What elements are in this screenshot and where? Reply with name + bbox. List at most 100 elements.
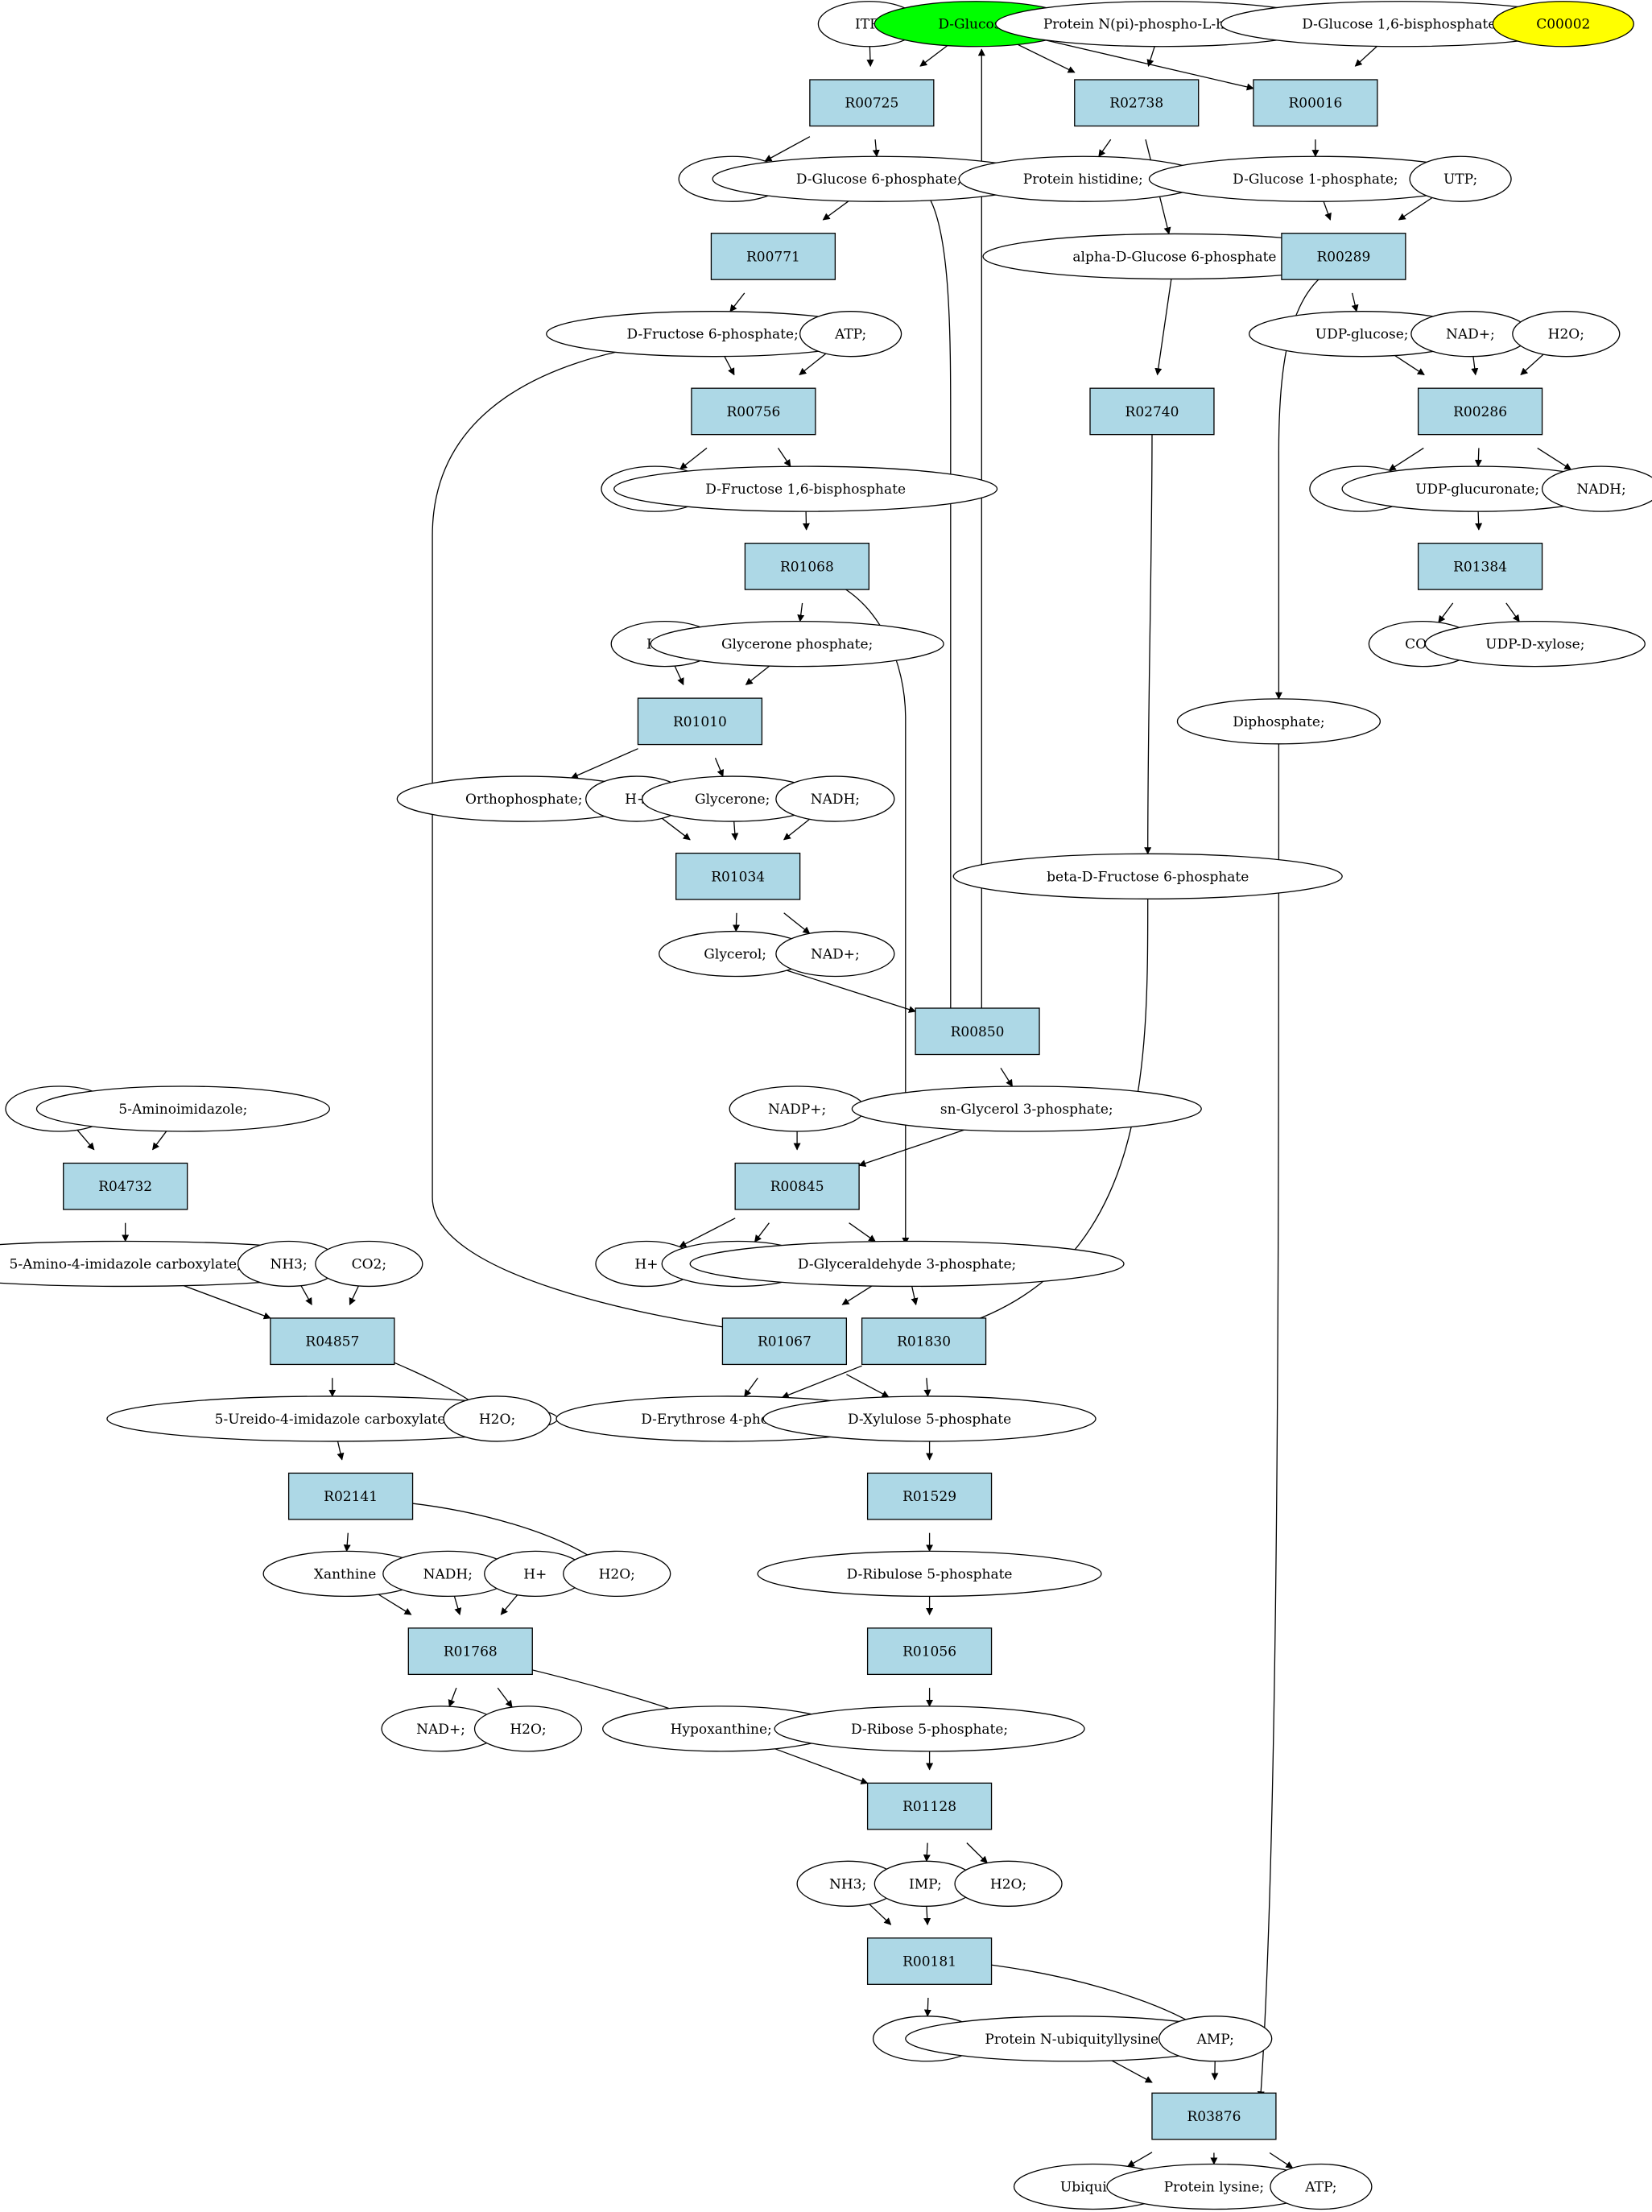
- reaction-node-R00725[interactable]: R00725: [809, 79, 935, 127]
- node-label: UTP;: [1443, 172, 1477, 188]
- reaction-node-R00286[interactable]: R00286: [1417, 387, 1543, 436]
- compound-node-nh3_b[interactable]: NH3;: [796, 1860, 899, 1907]
- compound-node-protlys[interactable]: Protein lysine;: [1106, 2163, 1322, 2210]
- compound-ellipse: [1541, 465, 1652, 512]
- node-label: Protein N(pi)-phospho-L-histidine;: [1043, 17, 1281, 33]
- compound-node-amp[interactable]: AMP;: [1158, 2016, 1273, 2062]
- compound-ellipse: [774, 1706, 1085, 1752]
- compound-node-atp1[interactable]: ATP;: [799, 311, 902, 358]
- edge-g3p-to-R00845: [858, 1129, 965, 1167]
- edge-R02738-to-prothis: [1098, 139, 1112, 158]
- reaction-node-R00771[interactable]: R00771: [710, 233, 836, 280]
- compound-node-gap[interactable]: D-Glyceraldehyde 3-phosphate;: [689, 1240, 1125, 1288]
- reaction-node-R01768[interactable]: R01768: [407, 1627, 533, 1676]
- edge-hplus_c-to-R01768: [500, 1594, 518, 1615]
- compound-ellipse: [1512, 311, 1621, 358]
- node-label: R01034: [711, 869, 765, 885]
- reaction-node-R00181[interactable]: R00181: [866, 1937, 993, 1985]
- compound-node-h2o_top[interactable]: H2O;: [1512, 311, 1621, 358]
- compound-node-glc16bp[interactable]: D-Glucose 1,6-bisphosphate;: [1220, 1, 1583, 48]
- reaction-node-R04857[interactable]: R04857: [270, 1317, 395, 1366]
- reaction-node-R01529[interactable]: R01529: [866, 1472, 993, 1520]
- compound-node-aminoimid[interactable]: 5-Aminoimidazole;: [35, 1085, 331, 1132]
- node-label: D-Glucose 1,6-bisphosphate;: [1302, 17, 1501, 33]
- compound-node-nadpplus[interactable]: NADP+;: [729, 1085, 865, 1132]
- edge-itp-to-R00725: [866, 46, 874, 68]
- reaction-node-R01384[interactable]: R01384: [1417, 542, 1543, 590]
- compound-node-c00002[interactable]: C00002: [1492, 1, 1634, 48]
- compound-node-glycerol[interactable]: Glycerol;: [659, 930, 812, 978]
- reaction-node-R00845[interactable]: R00845: [734, 1162, 860, 1210]
- reaction-box: [1253, 79, 1378, 127]
- node-label: NAD+;: [416, 1722, 465, 1738]
- edge-R00181-to-amp: [960, 1960, 1198, 2027]
- compound-ellipse: [35, 1085, 331, 1132]
- compound-node-f6p[interactable]: D-Fructose 6-phosphate;: [546, 311, 880, 358]
- reaction-node-R00289[interactable]: R00289: [1281, 233, 1406, 280]
- compound-node-fbp[interactable]: D-Fructose 1,6-bisphosphate: [613, 465, 998, 512]
- reaction-box: [637, 697, 763, 746]
- compound-node-co2_b[interactable]: CO2;: [315, 1240, 423, 1288]
- edge-R03876-to-ubiquitin: [1126, 2152, 1153, 2167]
- reaction-box: [866, 1782, 993, 1830]
- edge-R02141-to-xanthine: [343, 1532, 351, 1553]
- compound-node-udpxyl[interactable]: UDP-D-xylose;: [1424, 620, 1646, 668]
- compound-node-bf6p[interactable]: beta-D-Fructose 6-phosphate: [952, 853, 1343, 899]
- compound-node-diphos[interactable]: Diphosphate;: [1176, 698, 1381, 745]
- node-label: H+: [523, 1566, 547, 1582]
- reaction-box: [63, 1162, 188, 1210]
- compound-node-nadh_a[interactable]: NADH;: [775, 775, 895, 822]
- node-label: Protein N-ubiquityllysine: [985, 2032, 1158, 2048]
- reaction-box: [866, 1937, 993, 1985]
- node-label: R01010: [673, 714, 727, 730]
- reaction-node-R01128[interactable]: R01128: [866, 1782, 993, 1830]
- compound-node-nadp_top[interactable]: NAD+;: [1410, 311, 1530, 358]
- compound-node-orthop[interactable]: Orthophosphate;: [396, 775, 651, 822]
- edge-co2_l-to-R04732: [76, 1129, 95, 1151]
- reaction-node-R01830[interactable]: R01830: [861, 1317, 987, 1366]
- compound-node-g6p[interactable]: D-Glucose 6-phosphate;: [712, 155, 1046, 202]
- compound-node-protubq[interactable]: Protein N-ubiquityllysine: [905, 2016, 1239, 2062]
- reaction-node-R02141[interactable]: R02141: [287, 1472, 414, 1520]
- compound-node-h2o_c[interactable]: H2O;: [563, 1550, 671, 1598]
- compound-node-h2o_e[interactable]: H2O;: [954, 1860, 1063, 1907]
- reaction-node-R00016[interactable]: R00016: [1253, 79, 1378, 127]
- compound-node-ag6p[interactable]: alpha-D-Glucose 6-phosphate: [982, 233, 1367, 280]
- edge-fbp-to-R01068: [802, 511, 810, 531]
- reaction-node-R01068[interactable]: R01068: [744, 542, 870, 590]
- compound-node-utp[interactable]: UTP;: [1409, 155, 1512, 202]
- node-label: D-Glucose 1-phosphate;: [1233, 172, 1398, 188]
- compound-node-nadplus_a[interactable]: NAD+;: [775, 930, 895, 978]
- compound-node-h2o_d[interactable]: H2O;: [473, 1706, 583, 1752]
- compound-ellipse: [1492, 1, 1634, 48]
- reaction-node-R01056[interactable]: R01056: [866, 1627, 993, 1676]
- compound-node-nadh_r[interactable]: NADH;: [1541, 465, 1652, 512]
- compound-node-glycp[interactable]: Glycerone phosphate;: [650, 620, 944, 668]
- reaction-box: [675, 852, 801, 900]
- reaction-node-R00756[interactable]: R00756: [691, 387, 816, 436]
- reaction-node-R01067[interactable]: R01067: [721, 1317, 848, 1366]
- compound-node-xanthine[interactable]: Xanthine: [262, 1550, 427, 1598]
- compound-node-r5p[interactable]: D-Ribose 5-phosphate;: [774, 1706, 1085, 1752]
- reaction-node-R00850[interactable]: R00850: [915, 1007, 1040, 1056]
- edge-R01128-to-h2o_e: [966, 1842, 988, 1864]
- compound-node-g1p[interactable]: D-Glucose 1-phosphate;: [1148, 155, 1482, 202]
- reaction-node-R01010[interactable]: R01010: [637, 697, 763, 746]
- reaction-node-R01034[interactable]: R01034: [675, 852, 801, 900]
- edge-uic-to-R02141: [337, 1441, 345, 1461]
- edge-dglucose-to-R00725: [919, 45, 948, 67]
- compound-node-hypox[interactable]: Hypoxanthine;: [602, 1706, 840, 1752]
- compound-node-atp2[interactable]: ATP;: [1270, 2163, 1373, 2210]
- compound-node-glycerone[interactable]: Glycerone;: [642, 775, 824, 822]
- compound-node-udpgca[interactable]: UDP-glucuronate;: [1341, 465, 1613, 512]
- compound-node-nadh_b[interactable]: NADH;: [382, 1550, 514, 1598]
- compound-node-ru5p[interactable]: D-Ribulose 5-phosphate: [757, 1550, 1102, 1598]
- reaction-node-R02740[interactable]: R02740: [1089, 387, 1215, 436]
- compound-node-h2o_b[interactable]: H2O;: [443, 1395, 551, 1442]
- reaction-node-R04732[interactable]: R04732: [63, 1162, 188, 1210]
- compound-node-x5p[interactable]: D-Xylulose 5-phosphate: [762, 1395, 1097, 1442]
- compound-node-g3p[interactable]: sn-Glycerol 3-phosphate;: [851, 1085, 1202, 1132]
- reaction-node-R03876[interactable]: R03876: [1151, 2092, 1277, 2140]
- reaction-node-R02738[interactable]: R02738: [1074, 79, 1200, 127]
